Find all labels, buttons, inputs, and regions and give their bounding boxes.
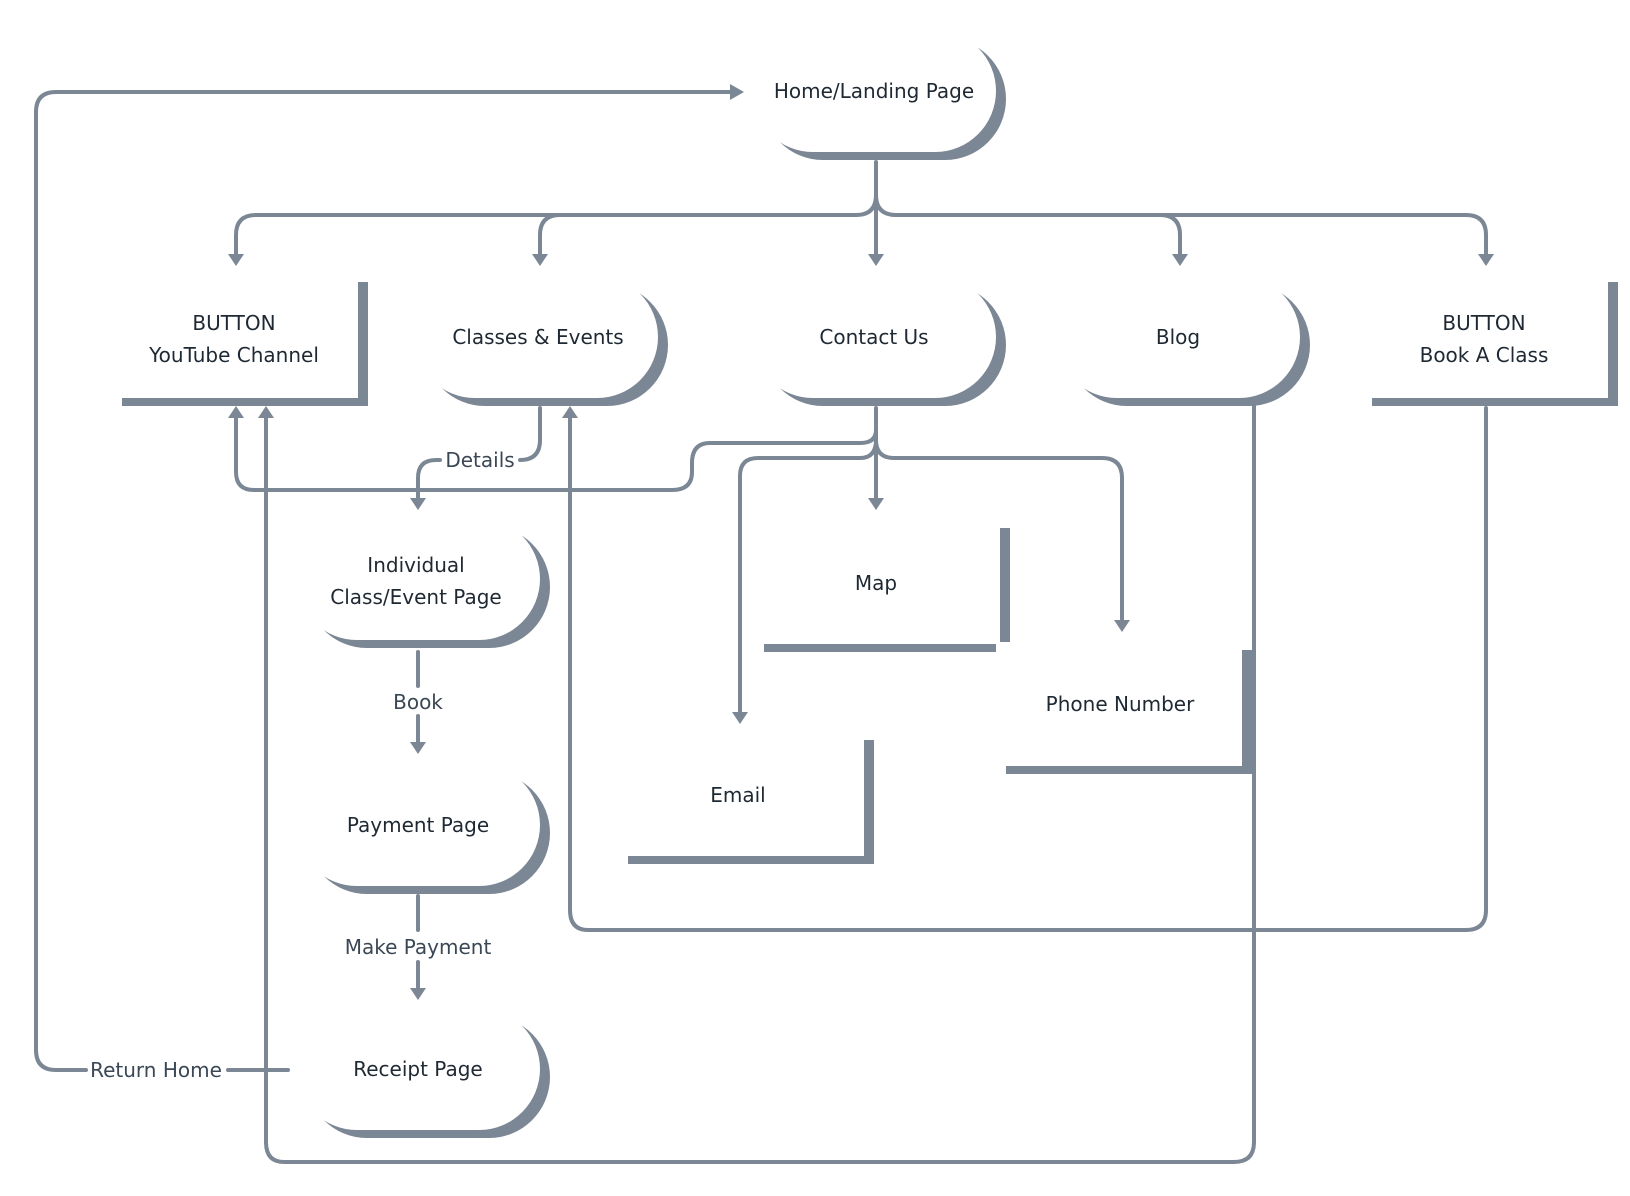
- node-book-class-button[interactable]: BUTTON Book A Class: [1362, 274, 1618, 406]
- edge-labels: Details Book Make Payment Return Home: [90, 448, 515, 1082]
- edge-contact-youtube: [234, 414, 878, 492]
- arrowhead-map: [868, 498, 884, 510]
- edge-label-details: Details: [445, 448, 514, 472]
- edge-branch-classes: [538, 213, 562, 264]
- node-payment-page[interactable]: Payment Page: [296, 764, 550, 894]
- edge-details-individual: [416, 458, 442, 504]
- node-book-class-label-line1: BUTTON: [1442, 311, 1525, 335]
- node-map[interactable]: Map: [754, 520, 1010, 652]
- edge-classes-details: [518, 406, 542, 462]
- node-payment-page-label: Payment Page: [347, 813, 489, 837]
- edge-label-book: Book: [393, 690, 443, 714]
- node-map-label: Map: [855, 571, 897, 595]
- node-individual-label-line2: Class/Event Page: [330, 585, 501, 609]
- arrowhead-blog-top: [1172, 254, 1188, 266]
- edge-label-make-payment: Make Payment: [345, 935, 492, 959]
- node-receipt-page[interactable]: Receipt Page: [296, 1008, 550, 1138]
- node-blog[interactable]: Blog: [1056, 276, 1310, 406]
- edge-label-return-home: Return Home: [90, 1058, 222, 1082]
- node-blog-label: Blog: [1156, 325, 1200, 349]
- arrowhead-phone: [1114, 620, 1130, 632]
- node-email[interactable]: Email: [618, 732, 874, 864]
- node-classes-events[interactable]: Classes & Events: [414, 276, 668, 406]
- node-contact-us-label: Contact Us: [819, 325, 928, 349]
- node-contact-us[interactable]: Contact Us: [752, 276, 1006, 406]
- node-youtube-button[interactable]: BUTTON YouTube Channel: [112, 274, 368, 406]
- node-email-label: Email: [710, 783, 766, 807]
- arrowhead-payment: [410, 742, 426, 754]
- arrowhead-youtube-top: [228, 254, 244, 266]
- arrowhead-youtube-bottom-a: [228, 406, 244, 418]
- arrowhead-classes-top: [532, 254, 548, 266]
- node-classes-events-label: Classes & Events: [452, 325, 623, 349]
- node-home[interactable]: Home/Landing Page: [752, 30, 1006, 160]
- arrowheads: [228, 84, 1494, 1000]
- arrowhead-youtube-bottom-b: [258, 406, 274, 418]
- edge-returnhome-home: [34, 90, 736, 1072]
- arrowhead-individual: [410, 498, 426, 510]
- arrowhead-email: [732, 712, 748, 724]
- node-home-label: Home/Landing Page: [774, 79, 974, 103]
- arrowhead-receipt: [410, 988, 426, 1000]
- node-book-class-label-line2: Book A Class: [1420, 343, 1549, 367]
- edge-branch-right: [874, 193, 1488, 264]
- node-phone-number-label: Phone Number: [1046, 692, 1195, 716]
- arrowhead-bookclass-top: [1478, 254, 1494, 266]
- arrowhead-classes-bottom: [562, 406, 578, 418]
- node-youtube-label-line1: BUTTON: [192, 311, 275, 335]
- edge-branch-left: [234, 193, 878, 264]
- node-phone-number[interactable]: Phone Number: [996, 642, 1252, 774]
- arrowhead-home: [730, 84, 744, 100]
- node-individual-page[interactable]: Individual Class/Event Page: [296, 518, 550, 648]
- node-youtube-label-line2: YouTube Channel: [148, 343, 319, 367]
- edge-branch-blog: [1158, 213, 1182, 264]
- edges: [34, 90, 1488, 1164]
- edge-bookclass-classes: [568, 406, 1488, 932]
- arrowhead-contact-top: [868, 254, 884, 266]
- edge-contact-phone: [874, 438, 1124, 626]
- node-individual-label-line1: Individual: [367, 553, 464, 577]
- edge-blog-youtube: [264, 402, 1256, 1164]
- node-receipt-page-label: Receipt Page: [353, 1057, 482, 1081]
- nodes: Home/Landing Page BUTTON YouTube Channel…: [112, 30, 1618, 1138]
